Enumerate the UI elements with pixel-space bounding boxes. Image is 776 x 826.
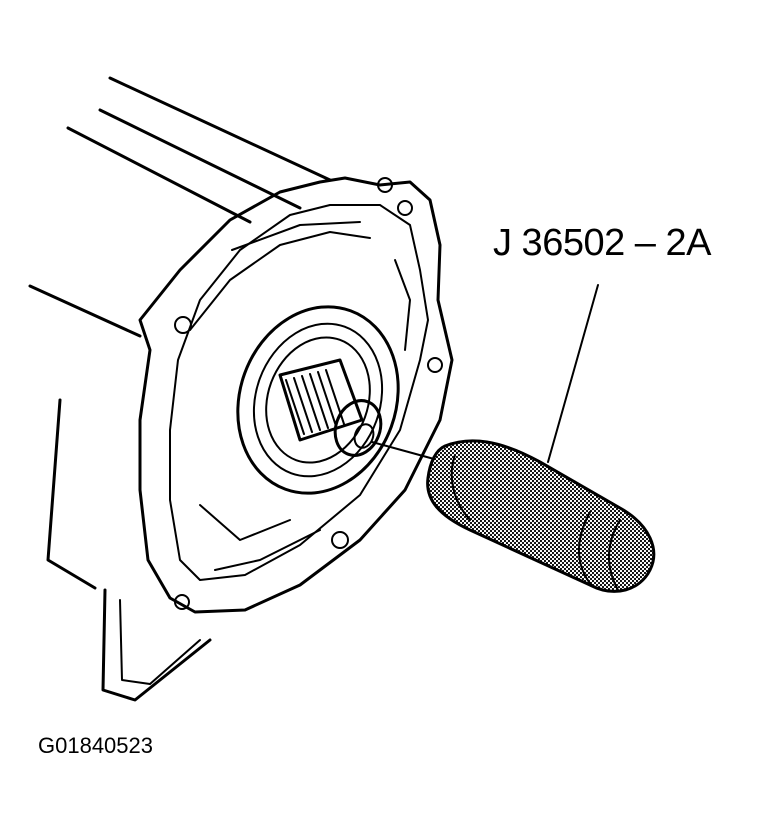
tool-number-label: J 36502 – 2A: [493, 222, 711, 264]
splined-output-shaft: [278, 358, 383, 457]
figure-id: G01840523: [38, 733, 153, 758]
extension-housing-flange: [138, 176, 454, 614]
leader-line: [547, 284, 599, 463]
transmission-housing: [28, 76, 332, 702]
seal-installer-tool: [371, 439, 656, 593]
output-seal: [236, 305, 400, 495]
